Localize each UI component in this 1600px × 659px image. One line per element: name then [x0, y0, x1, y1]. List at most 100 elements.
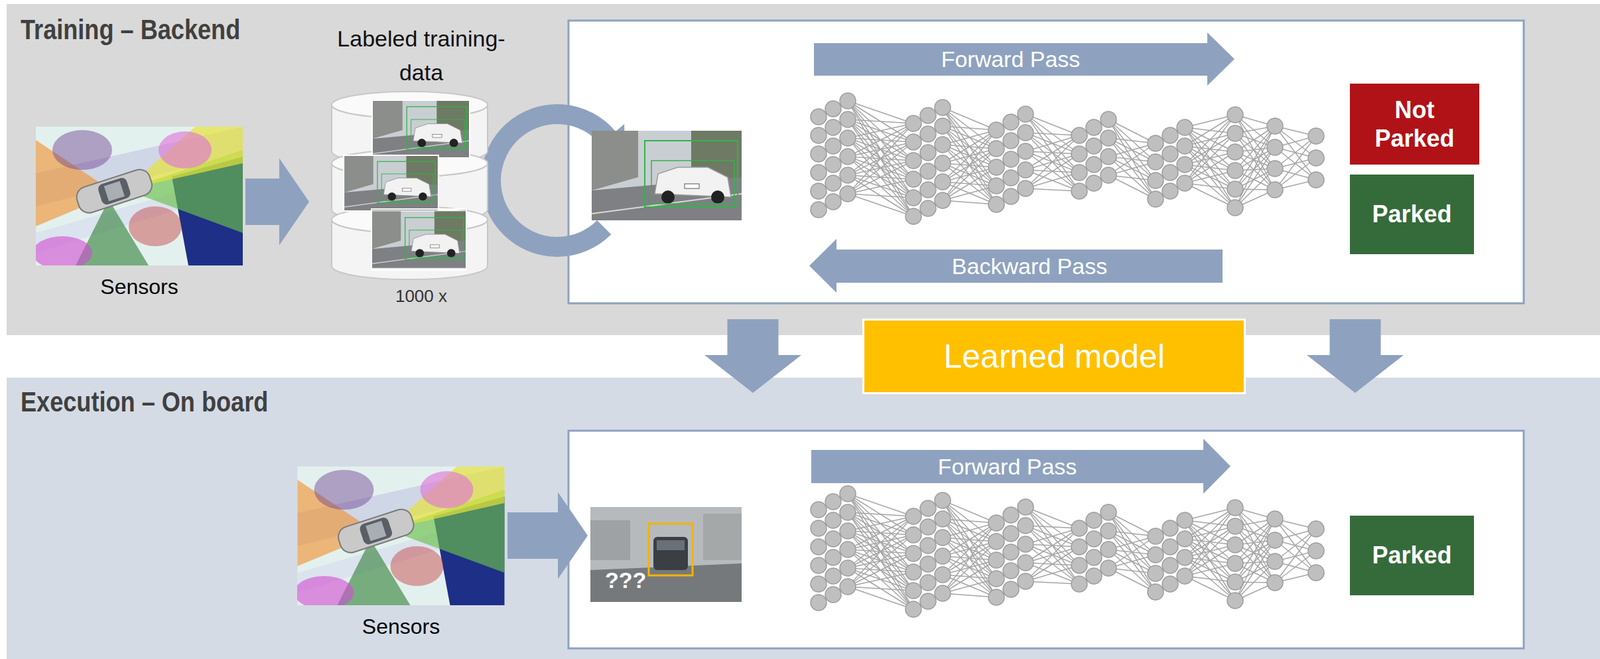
forward-pass-arrow: Forward Pass — [811, 438, 1231, 494]
band-title: Execution – On board — [20, 385, 268, 419]
network-connection — [847, 512, 914, 609]
neuron — [1071, 164, 1088, 181]
neuron — [934, 585, 951, 601]
neuron — [1017, 124, 1034, 141]
neuron — [1162, 127, 1179, 144]
neuron — [1227, 592, 1244, 609]
network-connection — [847, 512, 914, 554]
neuron — [1100, 559, 1117, 576]
neuron — [1227, 499, 1244, 516]
neuron — [1071, 538, 1088, 555]
neuron — [839, 185, 856, 202]
arrow-body — [813, 32, 1235, 86]
neuron — [988, 570, 1005, 587]
neuron — [1147, 528, 1164, 544]
network-connection — [847, 100, 914, 217]
sensor-illustration — [32, 126, 243, 270]
neuron — [839, 541, 856, 558]
neuron — [1017, 498, 1034, 515]
network-connection — [847, 119, 914, 198]
neuron — [934, 547, 951, 564]
neuron — [1147, 583, 1164, 600]
execution-panel — [568, 430, 1524, 649]
neuron — [810, 594, 827, 611]
arrow-body — [809, 238, 1223, 293]
learned-model-box: Learned model — [862, 318, 1246, 395]
neuron — [1002, 525, 1019, 542]
neuron — [1017, 180, 1034, 197]
backward-pass-arrow: Backward Pass — [809, 238, 1223, 293]
neuron — [839, 485, 856, 502]
neuron — [825, 137, 842, 154]
neuron — [1266, 574, 1283, 591]
neuron — [810, 538, 827, 555]
neuron — [1308, 542, 1325, 559]
neuron — [825, 512, 842, 529]
neuron — [1162, 183, 1179, 200]
neuron — [1176, 549, 1193, 566]
class-label: Parked — [1371, 540, 1452, 570]
neuron — [988, 196, 1005, 213]
neuron — [1017, 535, 1034, 552]
neuron — [920, 555, 936, 572]
neuron — [1266, 160, 1283, 177]
neuron — [810, 557, 827, 574]
class-box: Parked — [1349, 515, 1474, 596]
neuron — [1308, 564, 1325, 581]
neuron — [905, 545, 922, 562]
neuron — [1227, 518, 1244, 534]
neuron — [1227, 143, 1244, 160]
neuron — [1071, 520, 1088, 536]
neuron — [810, 501, 827, 518]
neuron — [934, 492, 951, 509]
flow-arrow — [507, 492, 588, 580]
neuron — [1176, 512, 1193, 529]
neuron — [1227, 106, 1244, 123]
neuron — [1017, 573, 1034, 590]
dataset-count: 1000 x — [395, 285, 448, 306]
neuron — [810, 127, 827, 144]
network-connection — [847, 571, 914, 587]
neuron — [905, 582, 922, 599]
neuron — [1308, 128, 1325, 144]
neuron — [1147, 153, 1164, 170]
network-connection — [847, 512, 914, 591]
neuron — [1100, 522, 1117, 539]
neuron — [810, 575, 827, 592]
network-connection — [847, 119, 914, 217]
sensor-illustration-box: Sensors — [35, 126, 243, 299]
sensor-illustration — [294, 466, 505, 609]
neuron — [839, 111, 856, 128]
neuron — [988, 589, 1005, 605]
neuron — [1147, 135, 1164, 152]
neuron — [934, 529, 951, 546]
training-band-ground — [6, 3, 1600, 335]
neuron — [1085, 119, 1102, 136]
neuron — [1308, 171, 1325, 188]
network-connection — [847, 567, 914, 609]
neuron — [934, 566, 951, 583]
neuron — [1176, 156, 1193, 173]
neuron — [1227, 125, 1244, 142]
database-cylinders — [331, 91, 488, 280]
neuron — [905, 189, 922, 206]
network-connection — [847, 193, 914, 217]
neuron — [920, 537, 936, 554]
neuron — [905, 508, 922, 525]
neuron — [1002, 132, 1019, 149]
network-connection — [1025, 135, 1080, 189]
network-connection — [847, 160, 914, 194]
neuron — [1085, 175, 1102, 192]
neuron — [825, 586, 842, 603]
neuron — [825, 175, 842, 192]
neuron — [934, 118, 951, 134]
neuron — [1162, 557, 1179, 574]
neural-network — [810, 485, 1325, 617]
neuron — [1100, 130, 1117, 146]
neuron — [988, 533, 1005, 550]
neuron — [934, 136, 951, 153]
neuron — [1227, 181, 1244, 198]
neuron — [1017, 161, 1034, 178]
neuron — [1162, 164, 1179, 181]
neuron — [1071, 575, 1088, 592]
